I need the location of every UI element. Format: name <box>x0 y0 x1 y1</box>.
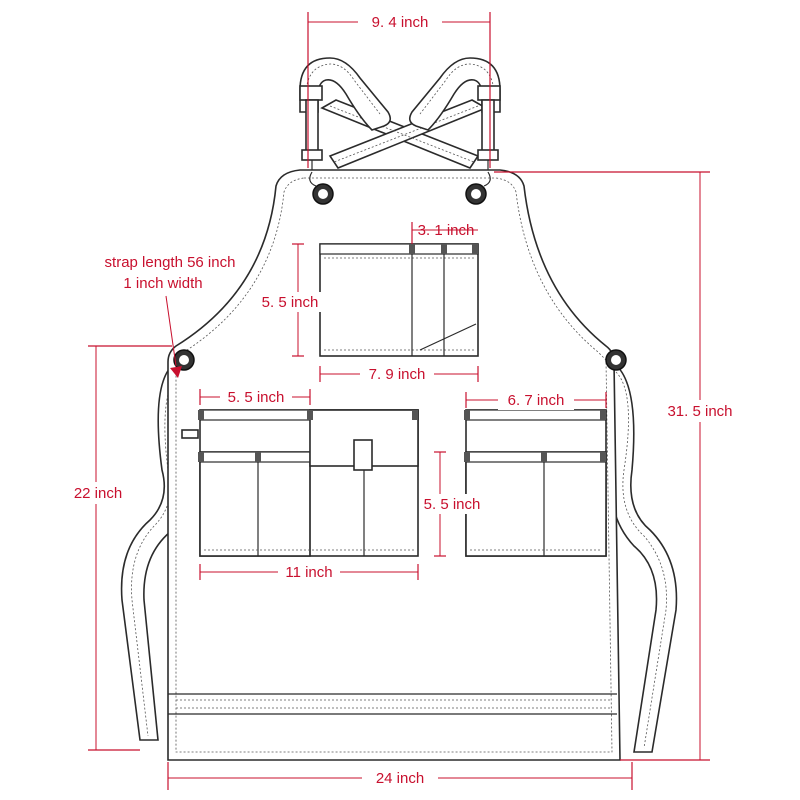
neck-straps <box>299 57 501 172</box>
chest-pocket <box>319 243 479 357</box>
pocket-tab <box>353 439 373 471</box>
right-strap-slider <box>477 149 499 161</box>
left-lower-pocket <box>198 409 419 557</box>
chest-pocket-divider-label: 3. 1 inch <box>418 222 475 239</box>
left-pocket-width-label: 11 inch <box>285 564 332 581</box>
strap-gap-label: 9. 4 inch <box>372 14 429 31</box>
bottom-width-label: 24 inch <box>376 770 424 787</box>
strap-length-label: strap length 56 inch <box>105 254 236 271</box>
chest-pocket-width-label: 7. 9 inch <box>369 366 426 383</box>
left-pocket-section-label: 5. 5 inch <box>228 389 285 406</box>
right-strap-band <box>481 99 495 153</box>
belt-tab <box>181 429 199 439</box>
dimension-labels: 9. 4 inch 3. 1 inch 5. 5 inch 7. 9 inch … <box>62 12 746 788</box>
left-strap-loop <box>299 57 392 131</box>
right-pocket-width-label: 6. 7 inch <box>508 392 565 409</box>
left-strap-buckle <box>299 85 323 101</box>
right-strap-buckle <box>477 85 501 101</box>
right-lower-pocket <box>464 409 607 557</box>
left-strap-slider <box>301 149 323 161</box>
pocket-height-label: 5. 5 inch <box>424 496 481 513</box>
strap-width-label: 1 inch width <box>123 275 202 292</box>
total-height-label: 31. 5 inch <box>667 403 732 420</box>
lower-height-label: 22 inch <box>74 485 122 502</box>
chest-pocket-height-label: 5. 5 inch <box>262 294 319 311</box>
grommets <box>173 171 627 371</box>
right-strap-loop <box>408 57 501 131</box>
